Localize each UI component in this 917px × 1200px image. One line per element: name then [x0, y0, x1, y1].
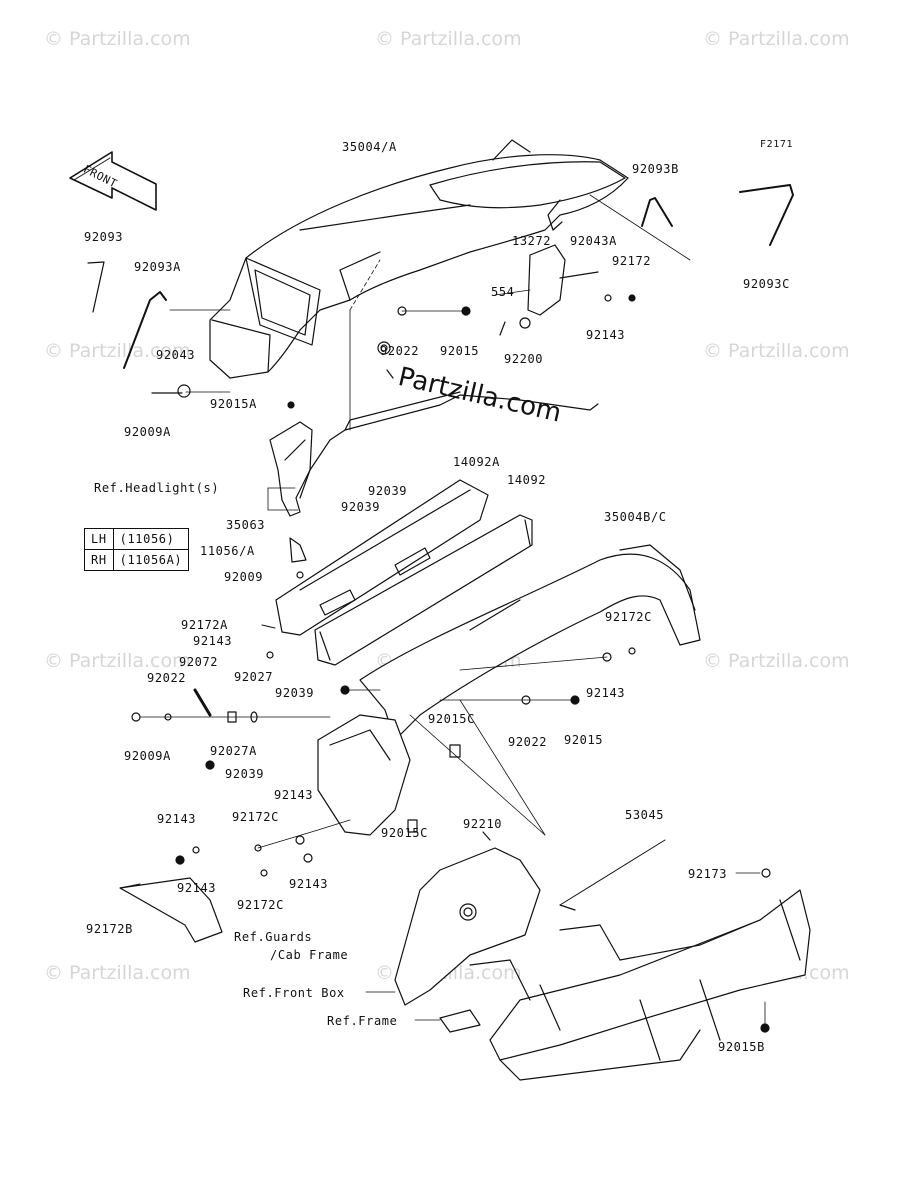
part-label-13272[interactable]: 13272: [512, 234, 552, 248]
front-fender: [359, 544, 701, 741]
part-label-92143[interactable]: 92143: [289, 877, 329, 891]
side-panel-14092: [314, 514, 533, 666]
part-label-92027a[interactable]: 92027A: [210, 744, 257, 758]
part-label-92072[interactable]: 92072: [179, 655, 219, 669]
part-label-92143[interactable]: 92143: [157, 812, 197, 826]
part-label-92143[interactable]: 92143: [177, 881, 217, 895]
watermark: © Partzilla.com: [44, 650, 191, 672]
inner-panel-92210: [394, 831, 541, 1006]
ref-label-frame[interactable]: Ref.Frame: [327, 1014, 398, 1028]
legend-row: LH (11056): [84, 528, 190, 550]
ref-label-guards[interactable]: Ref.Guards: [234, 930, 313, 944]
trim-strip-92093: [87, 261, 105, 313]
ref-label-headlight[interactable]: Ref.Headlight(s): [94, 481, 220, 495]
watermark: © Partzilla.com: [44, 340, 191, 362]
cable-53045: [559, 839, 666, 906]
front-arrow-icon: [69, 151, 157, 211]
bracket-13272: [499, 244, 636, 336]
ref-label-cab-frame[interactable]: /Cab Frame: [270, 948, 349, 962]
part-label-35063[interactable]: 35063: [226, 518, 266, 532]
part-label-92022[interactable]: 92022: [147, 671, 187, 685]
part-label-92200[interactable]: 92200: [504, 352, 544, 366]
legend-side: RH: [84, 549, 114, 571]
part-label-92143[interactable]: 92143: [193, 634, 233, 648]
watermark: © Partzilla.com: [703, 340, 850, 362]
side-legend-table: LH (11056) RH (11056A): [84, 528, 190, 571]
watermark: © Partzilla.com: [375, 28, 522, 50]
frame-assembly: [439, 868, 811, 1081]
legend-side: LH: [84, 528, 114, 550]
part-label-92039[interactable]: 92039: [275, 686, 315, 700]
part-label-92009a[interactable]: 92009A: [124, 749, 171, 763]
part-label-11056a[interactable]: 11056/A: [200, 544, 255, 558]
part-label-92143[interactable]: 92143: [586, 328, 626, 342]
part-label-92022[interactable]: 92022: [380, 344, 420, 358]
part-label-92039[interactable]: 92039: [225, 767, 265, 781]
trim-strip-92093a: [123, 291, 167, 369]
legend-part: (11056): [112, 528, 190, 550]
part-label-92093a[interactable]: 92093A: [134, 260, 181, 274]
part-label-92143[interactable]: 92143: [274, 788, 314, 802]
inner-guard: [317, 714, 411, 836]
part-label-92015b[interactable]: 92015B: [718, 1040, 765, 1054]
part-label-92093b[interactable]: 92093B: [632, 162, 679, 176]
part-label-92043[interactable]: 92043: [156, 348, 196, 362]
part-label-92210[interactable]: 92210: [463, 817, 503, 831]
part-label-35004bc[interactable]: 35004B/C: [604, 510, 667, 524]
figure-code: F2171: [760, 139, 794, 150]
part-label-35004a[interactable]: 35004/A: [342, 140, 397, 154]
part-label-92172c[interactable]: 92172C: [237, 898, 284, 912]
part-label-554[interactable]: 554: [491, 285, 515, 299]
part-label-92015a[interactable]: 92015A: [210, 397, 257, 411]
watermark: © Partzilla.com: [44, 962, 191, 984]
part-label-92015c[interactable]: 92015C: [428, 712, 475, 726]
part-label-92172c[interactable]: 92172C: [605, 610, 652, 624]
watermark: © Partzilla.com: [703, 28, 850, 50]
trim-strip-92093b: [641, 197, 673, 227]
guard-bracket: [119, 877, 223, 943]
part-label-14092[interactable]: 14092: [507, 473, 547, 487]
part-label-92172c[interactable]: 92172C: [232, 810, 279, 824]
hood-panel: [209, 139, 629, 379]
part-label-92022[interactable]: 92022: [508, 735, 548, 749]
part-label-92172a[interactable]: 92172A: [181, 618, 228, 632]
watermark: © Partzilla.com: [703, 650, 850, 672]
side-panel-14092a: [275, 479, 489, 636]
headlight-bracket: [269, 421, 313, 517]
ref-label-front-box[interactable]: Ref.Front Box: [243, 986, 345, 1000]
part-label-92143[interactable]: 92143: [586, 686, 626, 700]
part-label-92173[interactable]: 92173: [688, 867, 728, 881]
part-label-92015c[interactable]: 92015C: [381, 826, 428, 840]
part-label-92093c[interactable]: 92093C: [743, 277, 790, 291]
part-label-92172[interactable]: 92172: [612, 254, 652, 268]
part-label-92027[interactable]: 92027: [234, 670, 274, 684]
trim-strip-92093c: [739, 184, 794, 246]
support-tube: [299, 394, 599, 499]
part-label-92015[interactable]: 92015: [564, 733, 604, 747]
part-label-92039[interactable]: 92039: [341, 500, 381, 514]
part-label-92093[interactable]: 92093: [84, 230, 124, 244]
part-label-92039[interactable]: 92039: [368, 484, 408, 498]
legend-row: RH (11056A): [84, 549, 190, 571]
part-label-92172b[interactable]: 92172B: [86, 922, 133, 936]
part-label-92015[interactable]: 92015: [440, 344, 480, 358]
part-label-92009[interactable]: 92009: [224, 570, 264, 584]
part-label-14092a[interactable]: 14092A: [453, 455, 500, 469]
watermark: © Partzilla.com: [44, 28, 191, 50]
legend-part: (11056A): [112, 549, 190, 571]
part-label-92009a[interactable]: 92009A: [124, 425, 171, 439]
bracket-11056: [289, 537, 307, 563]
part-label-53045[interactable]: 53045: [625, 808, 665, 822]
part-label-92043a[interactable]: 92043A: [570, 234, 617, 248]
